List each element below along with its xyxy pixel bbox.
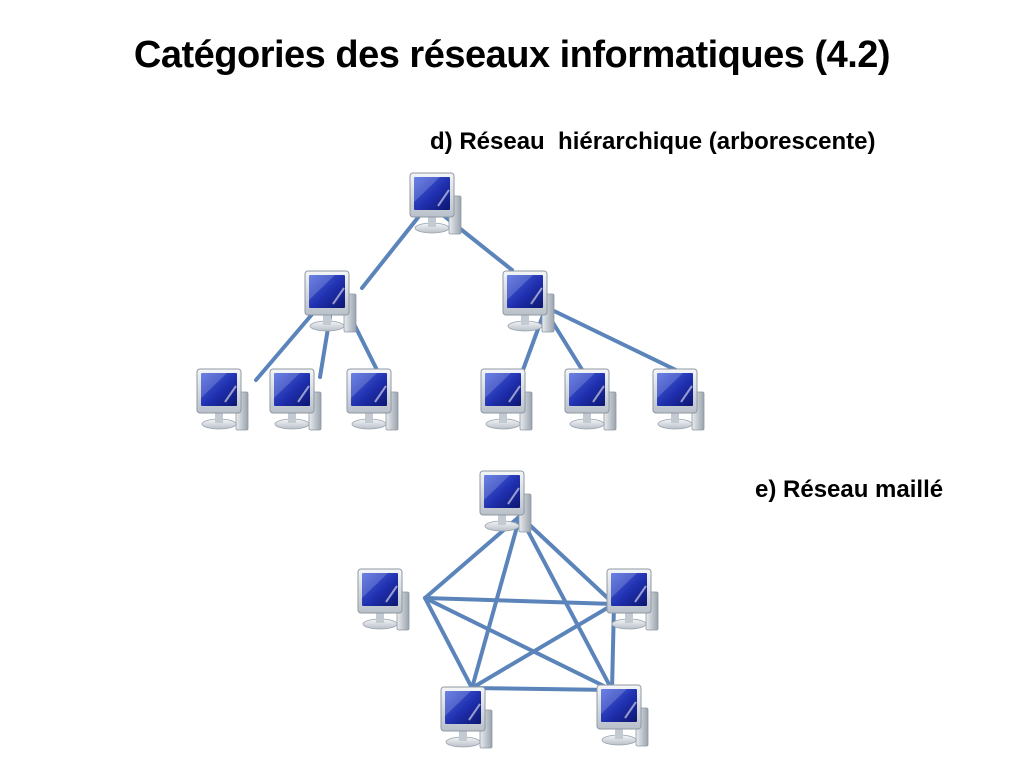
tree-network-label: d) Réseau hiérarchique (arborescente)	[430, 128, 876, 155]
mesh-link	[470, 686, 614, 692]
tree-leaf-computer-icon	[564, 368, 617, 431]
mesh-link	[610, 602, 616, 692]
tree-link	[518, 308, 547, 380]
mesh-link	[470, 602, 616, 690]
slide-title: Catégories des réseaux informatiques (4.…	[133, 34, 891, 76]
mesh-link	[423, 596, 614, 692]
tree-leaf-computer-icon	[269, 368, 322, 431]
mesh-computer-icon	[596, 684, 649, 747]
mesh-link	[518, 514, 616, 606]
tree-leaf-computer-icon	[652, 368, 705, 431]
tree-link	[550, 308, 682, 374]
mesh-computer-icon	[479, 470, 532, 533]
tree-link	[360, 213, 422, 290]
mesh-computer-icon	[357, 568, 410, 631]
tree-link	[254, 310, 316, 382]
tree-leaf-computer-icon	[196, 368, 249, 431]
tree-leaf-computer-icon	[480, 368, 533, 431]
tree-leaf-computer-icon	[346, 368, 399, 431]
tree-branch-computer-icon	[502, 270, 555, 333]
mesh-network-label: e) Réseau maillé	[755, 476, 944, 503]
mesh-computer-icon	[440, 686, 493, 749]
tree-branch-computer-icon	[304, 270, 357, 333]
mesh-link	[423, 596, 474, 690]
mesh-link	[423, 596, 616, 606]
tree-root-computer-icon	[409, 172, 462, 235]
